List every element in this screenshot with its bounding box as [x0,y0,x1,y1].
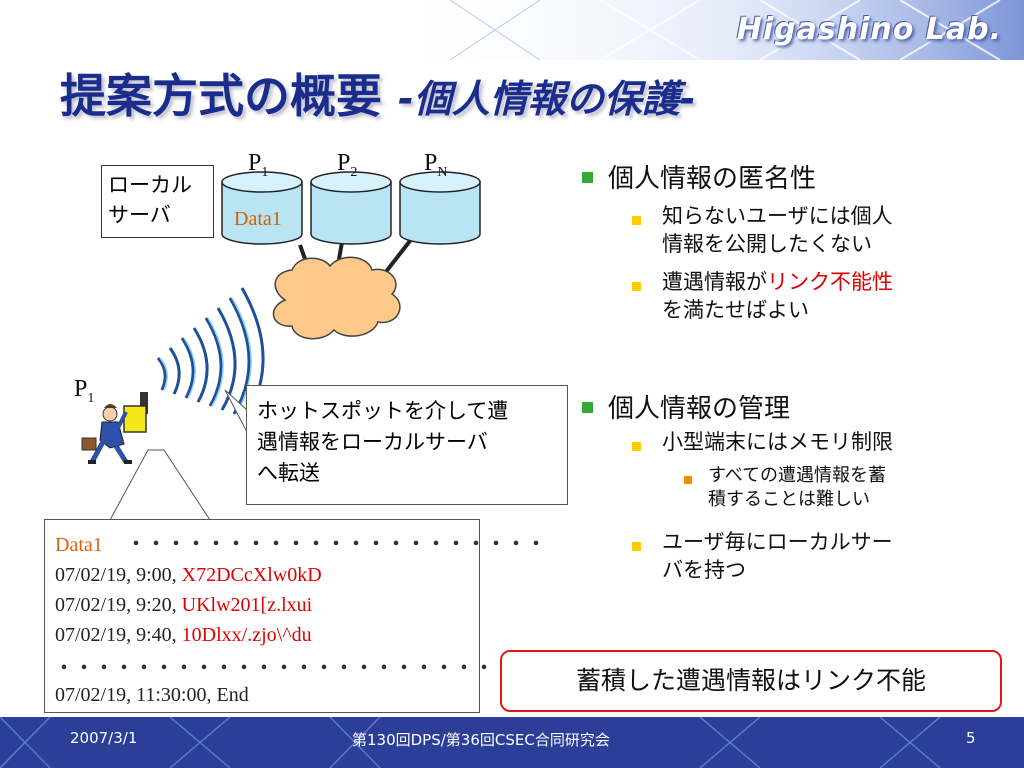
server-cylinder-n [399,171,481,245]
network-cloud [272,256,401,340]
server-label-p1: P1 [248,150,269,180]
server-cylinder-2 [310,171,392,245]
bullet-anonymity: 個人情報の匿名性 [608,164,817,194]
lab-name: Higashino Lab. [736,12,1002,47]
sub-bullet-local-server: ユーザ毎にローカルサー バを持つ [662,530,893,582]
bullet-marker [684,476,692,484]
slide-title: 提案方式の概要 -個人情報の保護- [60,60,696,126]
sub-bullet-no-disclosure: 知らないユーザには個人 情報を公開したくない [662,204,893,256]
bullet-marker [632,542,641,551]
bullet-list: 個人情報の匿名性 知らないユーザには個人 情報を公開したくない 遭遇情報がリンク… [580,150,1010,582]
bullet-marker [582,402,593,413]
bullet-marker [632,282,641,291]
bullet-marker [632,442,641,451]
user-figure [81,392,148,464]
footer-event: 第130回DPS/第36回CSEC合同研究会 [352,731,610,749]
encounter-log: Data1 ・・・・・・・・・・・・・・・・・・・・・ 07/02/19, 9:… [44,519,553,713]
log-end: 07/02/19, 11:30:00, End [55,684,249,706]
cylinder-data-label: Data1 [234,208,282,230]
log-entry: 07/02/19, 9:00, X72DCcXlw0kD [55,564,322,586]
footer-decoration [0,717,941,768]
bullet-marker [632,216,641,225]
footer-bar: 2007/3/1 第130回DPS/第36回CSEC合同研究会 5 [0,717,1024,768]
server-cylinder-1 [221,171,303,245]
server-label-p2: P2 [337,150,358,180]
title-main: 提案方式の概要 [60,69,382,123]
log-header: Data1 [55,534,103,556]
sub-bullet-unlinkability: 遭遇情報がリンク不能性 を満たせばよい [662,270,893,322]
bullet-marker [582,172,593,183]
sub-sub-bullet-hard-to-store: すべての遭遇情報を蓄 積することは難しい [708,465,887,510]
log-entry: 07/02/19, 9:40, 10Dlxx/.zjo\^du [55,624,312,646]
page-number: 5 [966,729,976,747]
log-entry: 07/02/19, 9:20, UKlw201[z.lxui [55,594,313,616]
footer-date: 2007/3/1 [70,729,138,747]
server-label-pn: PN [424,150,448,180]
sub-bullet-memory-limit: 小型端末にはメモリ制限 [662,430,893,454]
user-label-p1: P1 [74,376,95,406]
log-dots-top: ・・・・・・・・・・・・・・・・・・・・・ [127,534,547,554]
transfer-callout: ホットスポットを介して遭 遇情報をローカルサーバ へ転送 [246,385,568,505]
conclusion-box: 蓄積した遭遇情報はリンク不能 [500,650,1002,712]
header-decoration [380,0,1024,61]
log-dots-bottom: ・・・・・・・・・・・・・・・・・・・・・・・・・ [55,658,555,678]
local-server-label: ローカル サーバ [101,165,214,238]
bullet-management: 個人情報の管理 [608,394,791,424]
title-sub: -個人情報の保護- [398,77,696,121]
